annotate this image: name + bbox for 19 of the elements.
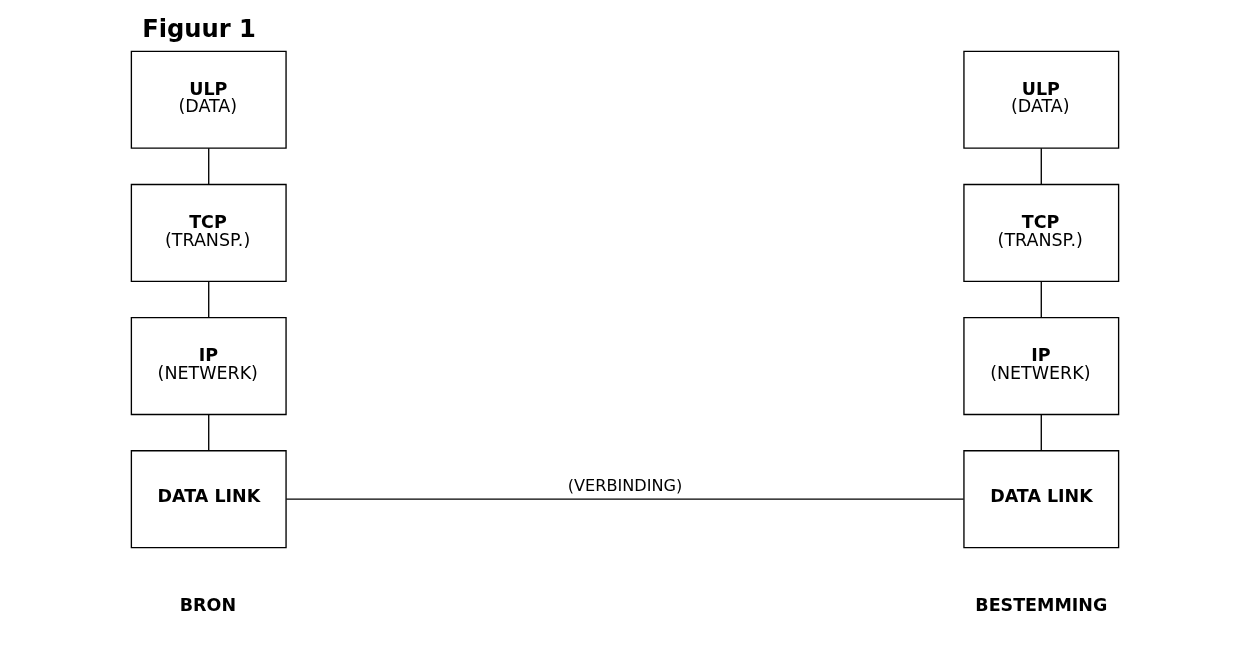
connector: [208, 413, 210, 452]
connector: [208, 147, 210, 185]
node-box: TCP (TRANSP.): [963, 183, 1120, 282]
connector: [1040, 280, 1042, 318]
label: BRON: [179, 595, 237, 616]
connector: [208, 280, 210, 318]
node-box: IP (NETWERK): [130, 316, 287, 416]
edge-label: (VERBINDING): [567, 475, 683, 495]
label: BESTEMMING: [975, 595, 1108, 616]
node-box: DATA LINK: [130, 450, 287, 549]
node-box: IP (NETWERK): [963, 316, 1120, 416]
node-box: DATA LINK: [963, 450, 1120, 549]
connector: [1040, 147, 1042, 185]
node-box: TCP (TRANSP.): [130, 183, 287, 282]
connector: [1040, 413, 1042, 452]
connector: [285, 498, 965, 500]
diagram-title: Figuur 1: [142, 15, 256, 44]
node-box: ULP (DATA): [963, 50, 1120, 149]
node-box: ULP (DATA): [130, 50, 287, 149]
